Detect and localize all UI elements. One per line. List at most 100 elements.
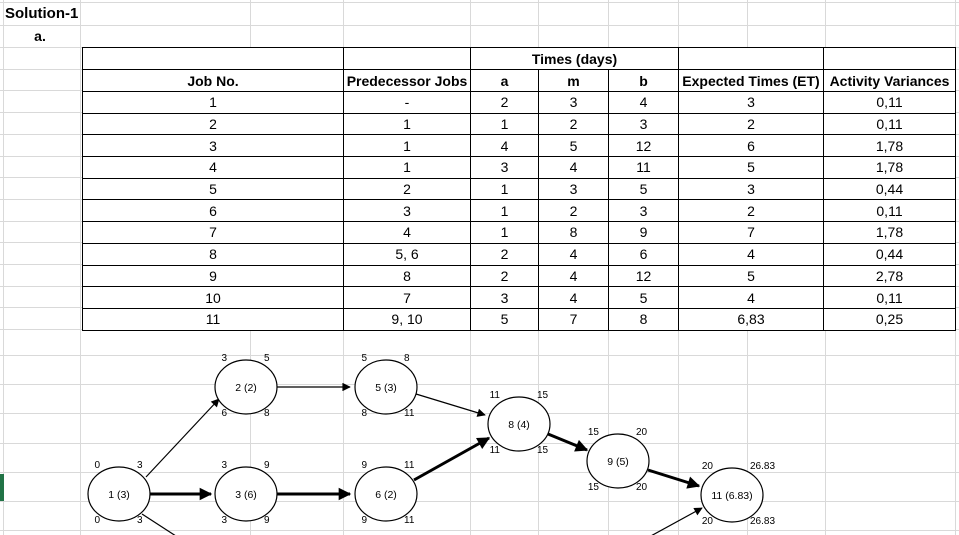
edge-6-8[interactable] bbox=[413, 436, 491, 482]
table-cell[interactable]: 5 bbox=[82, 177, 344, 201]
table-cell[interactable]: 1 bbox=[343, 156, 471, 179]
table-cell[interactable]: 0,11 bbox=[823, 286, 956, 309]
column-header-m[interactable]: m bbox=[538, 69, 609, 92]
node-circle-3[interactable] bbox=[214, 466, 278, 522]
edge-1-4[interactable] bbox=[141, 513, 179, 535]
edge-5-8[interactable] bbox=[415, 393, 486, 417]
table-cell[interactable]: 2 bbox=[82, 112, 344, 136]
table-cell[interactable]: 3 bbox=[343, 199, 471, 223]
empty-header-cell[interactable] bbox=[343, 47, 471, 70]
table-cell[interactable]: 2 bbox=[538, 112, 609, 136]
table-cell[interactable]: 1 bbox=[470, 112, 539, 136]
table-cell[interactable]: 4 bbox=[608, 91, 679, 114]
table-cell[interactable]: 2,78 bbox=[823, 264, 956, 288]
table-cell[interactable]: 2 bbox=[470, 264, 539, 288]
table-cell[interactable]: 2 bbox=[470, 91, 539, 114]
table-cell[interactable]: 0,25 bbox=[823, 307, 956, 331]
table-cell[interactable]: 5, 6 bbox=[343, 242, 471, 266]
column-header-b[interactable]: b bbox=[608, 69, 679, 92]
table-cell[interactable]: 5 bbox=[678, 264, 824, 288]
node-circle-9[interactable] bbox=[586, 433, 650, 489]
edge-9-11[interactable] bbox=[647, 468, 701, 489]
table-cell[interactable]: 7 bbox=[678, 221, 824, 244]
table-cell[interactable]: 7 bbox=[538, 307, 609, 331]
table-cell[interactable]: 8 bbox=[608, 307, 679, 331]
table-cell[interactable]: 2 bbox=[343, 177, 471, 201]
table-cell[interactable]: 11 bbox=[82, 307, 344, 331]
table-cell[interactable]: 2 bbox=[538, 199, 609, 223]
node-11-late-start: 20 bbox=[702, 516, 714, 527]
table-cell[interactable]: 4 bbox=[538, 156, 609, 179]
table-cell[interactable]: 1,78 bbox=[823, 221, 956, 244]
node-circle-1[interactable] bbox=[87, 466, 151, 522]
table-cell[interactable]: 1 bbox=[82, 91, 344, 114]
table-cell[interactable]: 3 bbox=[538, 91, 609, 114]
table-cell[interactable]: 8 bbox=[343, 264, 471, 288]
table-cell[interactable]: 9 bbox=[608, 221, 679, 244]
table-cell[interactable]: 7 bbox=[343, 286, 471, 309]
table-cell[interactable]: 1 bbox=[470, 221, 539, 244]
edge-1-2[interactable] bbox=[145, 398, 220, 478]
table-cell[interactable]: 3 bbox=[608, 199, 679, 223]
table-cell[interactable]: 7 bbox=[82, 221, 344, 244]
table-cell[interactable]: 3 bbox=[470, 156, 539, 179]
node-9-early-start: 15 bbox=[588, 427, 600, 438]
table-cell[interactable]: 4 bbox=[538, 242, 609, 266]
table-cell[interactable]: 4 bbox=[82, 156, 344, 179]
column-header-expected-times[interactable]: Expected Times (ET) bbox=[678, 69, 824, 92]
table-cell[interactable]: 6,83 bbox=[678, 307, 824, 331]
title-cell[interactable]: Solution-1 bbox=[5, 5, 79, 22]
table-cell[interactable]: 4 bbox=[470, 134, 539, 158]
table-cell[interactable]: 3 bbox=[538, 177, 609, 201]
table-cell[interactable]: 5 bbox=[678, 156, 824, 179]
table-cell[interactable]: 6 bbox=[678, 134, 824, 158]
table-cell[interactable]: 8 bbox=[538, 221, 609, 244]
node-circle-8[interactable] bbox=[487, 396, 551, 452]
table-cell[interactable]: 3 bbox=[608, 112, 679, 136]
table-cell[interactable]: 1,78 bbox=[823, 134, 956, 158]
table-cell[interactable]: 0,44 bbox=[823, 242, 956, 266]
table-cell[interactable]: 5 bbox=[470, 307, 539, 331]
table-cell[interactable]: 3 bbox=[82, 134, 344, 158]
table-cell[interactable]: 9 bbox=[82, 264, 344, 288]
section-label[interactable]: a. bbox=[34, 28, 46, 44]
table-cell[interactable]: 0,11 bbox=[823, 112, 956, 136]
column-header-predecessor-jobs[interactable]: Predecessor Jobs bbox=[343, 69, 471, 92]
table-cell[interactable]: 1,78 bbox=[823, 156, 956, 179]
times-days-group-header[interactable]: Times (days) bbox=[470, 47, 679, 70]
table-cell[interactable]: 3 bbox=[470, 286, 539, 309]
table-cell[interactable]: 2 bbox=[678, 112, 824, 136]
table-cell[interactable]: 0,44 bbox=[823, 177, 956, 201]
table-cell[interactable]: 4 bbox=[343, 221, 471, 244]
empty-header-cell[interactable] bbox=[678, 47, 824, 70]
column-header-a[interactable]: a bbox=[470, 69, 539, 92]
empty-header-cell[interactable] bbox=[823, 47, 956, 70]
table-cell[interactable]: 12 bbox=[608, 264, 679, 288]
node-label-2: 2 (2) bbox=[235, 382, 257, 394]
edge-8-9[interactable] bbox=[547, 432, 589, 452]
table-cell[interactable]: 4 bbox=[538, 286, 609, 309]
empty-header-cell[interactable] bbox=[82, 47, 344, 70]
table-cell[interactable]: 4 bbox=[678, 242, 824, 266]
table-cell[interactable]: 5 bbox=[608, 177, 679, 201]
node-circle-5[interactable] bbox=[354, 359, 418, 415]
table-cell[interactable]: 12 bbox=[608, 134, 679, 158]
table-cell[interactable]: 1 bbox=[470, 177, 539, 201]
node-circle-2[interactable] bbox=[214, 359, 278, 415]
table-cell[interactable]: 10 bbox=[82, 286, 344, 309]
table-cell[interactable]: 11 bbox=[608, 156, 679, 179]
table-cell[interactable]: 1 bbox=[343, 112, 471, 136]
table-cell[interactable]: 6 bbox=[82, 199, 344, 223]
node-circle-6[interactable] bbox=[354, 466, 418, 522]
column-header-activity-variances[interactable]: Activity Variances bbox=[823, 69, 956, 92]
node-6-early-finish: 11 bbox=[404, 460, 415, 471]
gridline-horizontal bbox=[0, 25, 959, 26]
table-cell[interactable]: 5 bbox=[538, 134, 609, 158]
column-header-job-no[interactable]: Job No. bbox=[82, 69, 344, 92]
table-cell[interactable]: 2 bbox=[678, 199, 824, 223]
table-cell[interactable]: 0,11 bbox=[823, 199, 956, 223]
edge-10-11[interactable] bbox=[649, 507, 703, 535]
table-cell[interactable]: 9, 10 bbox=[343, 307, 471, 331]
table-cell[interactable]: 3 bbox=[678, 177, 824, 201]
node-circle-11[interactable] bbox=[700, 467, 764, 523]
